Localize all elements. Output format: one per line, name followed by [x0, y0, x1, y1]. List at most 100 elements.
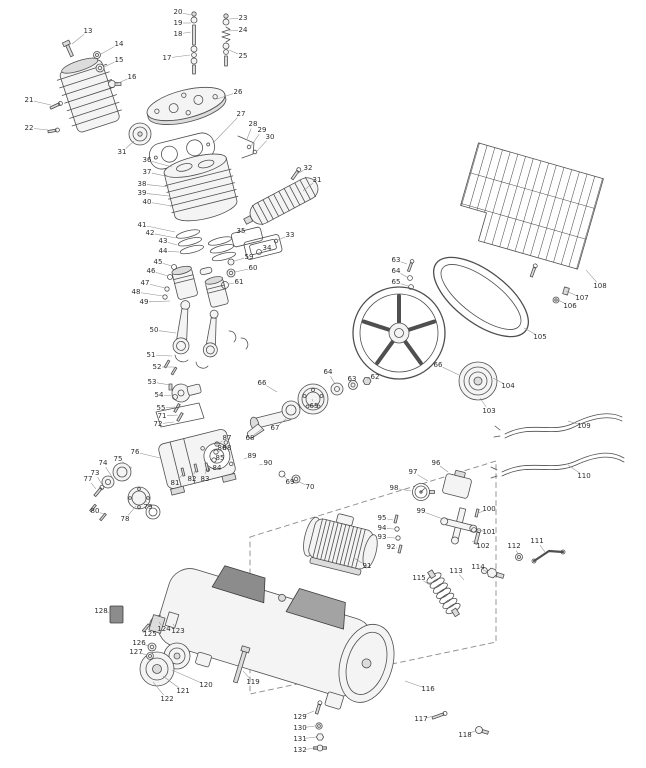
leader-line [565, 290, 578, 297]
leader-line [523, 327, 536, 335]
part-number-123: 123 [171, 627, 184, 635]
bracket-block [109, 605, 124, 624]
drain-cock [313, 744, 327, 752]
leader-line [162, 263, 173, 267]
bolt [474, 508, 480, 518]
part-number-81: 81 [171, 479, 180, 487]
leader-line [158, 330, 177, 334]
v-belt [432, 256, 530, 338]
leader-line [404, 680, 424, 688]
part-number-59: 59 [245, 253, 254, 261]
washer [172, 394, 178, 400]
part-number-121: 121 [176, 687, 189, 695]
bolt [290, 167, 302, 181]
part-number-85: 85 [216, 454, 225, 462]
part-number-104: 104 [501, 382, 515, 390]
part-number-109: 109 [577, 422, 590, 430]
leader-line [266, 385, 278, 393]
nut [316, 733, 324, 741]
leader-line [140, 292, 164, 297]
part-number-115: 115 [412, 574, 425, 582]
ring [221, 281, 229, 289]
part-number-75: 75 [114, 455, 123, 463]
leader-line [166, 414, 179, 416]
leader-line [163, 395, 174, 397]
part-number-13: 13 [84, 27, 93, 35]
part-number-72: 72 [154, 420, 163, 428]
part-number-46: 46 [147, 267, 156, 275]
leader-line [146, 193, 170, 197]
motor-bolt [393, 514, 399, 524]
leader-line [125, 140, 135, 149]
shaft-piece [247, 423, 265, 439]
leader-line [386, 518, 394, 521]
part-number-30: 30 [266, 133, 275, 141]
leader-line [193, 470, 196, 475]
part-number-124: 124 [157, 625, 171, 633]
part-number-119: 119 [246, 678, 259, 686]
part-number-105: 105 [533, 333, 546, 341]
leader-line [148, 300, 171, 303]
part-number-131: 131 [293, 735, 306, 743]
bolt [47, 127, 60, 134]
o-ring [145, 504, 161, 520]
leader-line [151, 172, 171, 178]
screw [273, 238, 279, 244]
washer [394, 526, 400, 532]
cooling-fin-block [460, 142, 604, 270]
part-number-14: 14 [115, 40, 124, 48]
leader-line [149, 283, 166, 289]
part-number-42: 42 [146, 229, 155, 237]
leader-line [152, 681, 165, 696]
part-number-63: 63 [392, 256, 401, 264]
power-wires [490, 413, 625, 479]
washer [95, 63, 105, 73]
breather-cap [128, 122, 152, 146]
leader-line [539, 544, 546, 553]
leader-line [366, 377, 371, 380]
valve-bracket [237, 135, 258, 159]
case-bolt [193, 463, 199, 473]
bracket-plate [148, 614, 166, 634]
leader-line [146, 184, 170, 188]
washer [291, 474, 301, 484]
part-number-108: 108 [593, 282, 606, 290]
part-number-40: 40 [143, 198, 152, 206]
circlip [167, 274, 173, 280]
leader-line [260, 249, 263, 252]
spacer [146, 652, 154, 660]
leader-line [99, 512, 105, 515]
bolt [89, 503, 97, 513]
part-number-31: 31 [313, 176, 322, 184]
part-number-41: 41 [138, 221, 147, 229]
leader-line [215, 452, 218, 455]
part-number-99: 99 [417, 507, 426, 515]
leader-line [304, 736, 317, 739]
part-number-66: 66 [434, 361, 443, 369]
part-number-114: 114 [471, 563, 485, 571]
washer [330, 382, 344, 396]
leader-line [479, 397, 487, 408]
part-number-127: 127 [129, 648, 142, 656]
bearing-shell [240, 337, 249, 350]
leader-line [182, 31, 192, 34]
washer [408, 284, 414, 290]
head-bolt-column-right [221, 13, 231, 67]
bolt [99, 512, 107, 522]
cylinder-block [163, 153, 239, 222]
motor-pulley [458, 361, 498, 401]
part-number-73: 73 [91, 469, 100, 477]
leader-line [233, 258, 245, 262]
part-number-71: 71 [158, 412, 167, 420]
nut [471, 527, 477, 533]
leader-line [216, 449, 223, 453]
bolt [49, 101, 63, 110]
washer [407, 275, 413, 281]
safety-valve [473, 528, 482, 545]
part-number-74: 74 [99, 459, 108, 467]
leader-line [555, 298, 566, 305]
fitting [108, 80, 122, 88]
part-number-106: 106 [563, 302, 577, 310]
part-number-70: 70 [306, 483, 315, 491]
